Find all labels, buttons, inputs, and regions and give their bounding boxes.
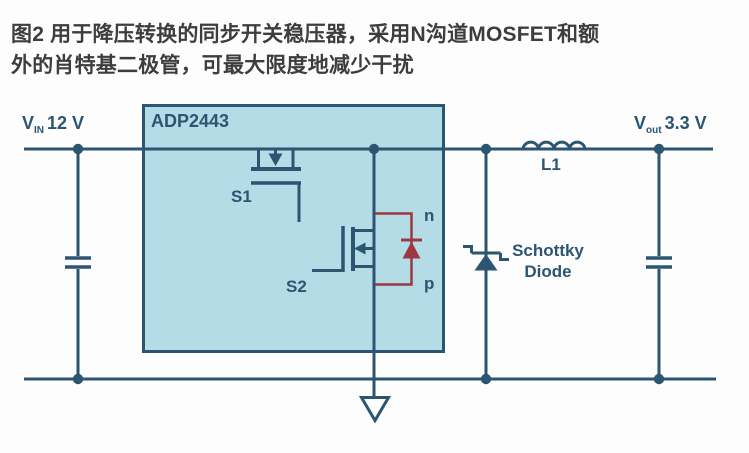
body-diode-n-label: n <box>424 206 435 225</box>
output-capacitor <box>646 149 672 379</box>
schottky-label-line2: Diode <box>524 262 572 281</box>
input-capacitor <box>65 149 91 379</box>
junction-dots <box>72 143 665 385</box>
inductor-label: L1 <box>541 155 561 174</box>
vout-value: 3.3 V <box>664 113 707 133</box>
caption-line-1: 图2 用于降压转换的同步开关稳压器，采用N沟道MOSFET和额 <box>11 23 600 46</box>
inductor-coil <box>521 140 587 150</box>
figure-caption: 图2 用于降压转换的同步开关稳压器，采用N沟道MOSFET和额 外的肖特基二极管… <box>11 19 743 81</box>
vin-value: 12 V <box>47 113 85 133</box>
s2-label: S2 <box>286 277 307 296</box>
body-diode-symbol <box>375 212 422 286</box>
mosfet-s2-symbol <box>312 226 374 272</box>
ground-symbol <box>358 396 392 424</box>
chip-name-label: ADP2443 <box>151 111 230 131</box>
vin-symbol: V <box>22 113 35 133</box>
chip-outline <box>142 104 445 353</box>
body-diode-p-label: p <box>424 274 435 293</box>
schottky-label-line1: Schottky <box>512 241 584 260</box>
caption-line-2: 外的肖特基二极管，可最大限度地减少干扰 <box>11 54 414 77</box>
schottky-diode-symbol <box>463 149 509 379</box>
vin-subscript: IN <box>34 125 45 136</box>
schottky-label: Schottky Diode <box>502 240 594 282</box>
s1-label: S1 <box>231 187 252 206</box>
vout-symbol: V <box>634 113 647 133</box>
vout-subscript: out <box>646 125 662 136</box>
mosfet-s1-symbol <box>251 149 301 222</box>
